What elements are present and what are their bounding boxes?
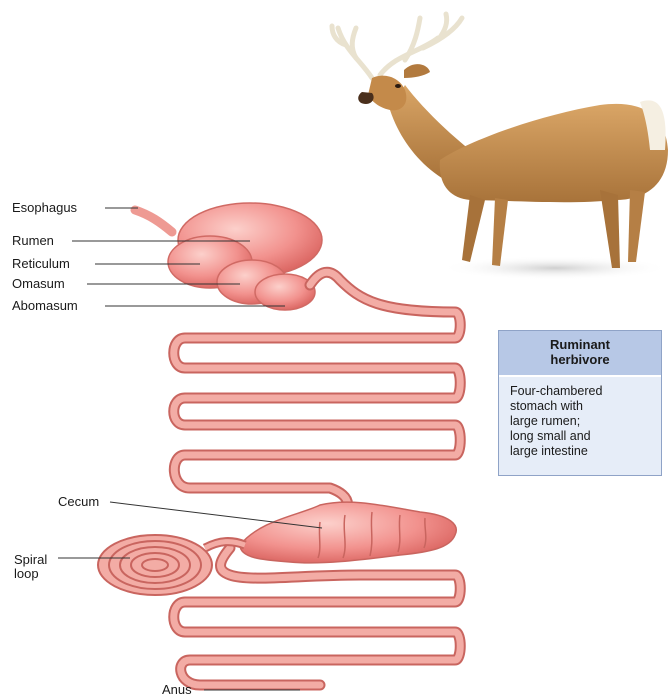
label-rumen: Rumen	[12, 234, 54, 248]
info-box-header: Ruminant herbivore	[499, 331, 661, 377]
intestine	[174, 272, 461, 685]
label-reticulum: Reticulum	[12, 257, 70, 271]
info-box: Ruminant herbivore Four-chambered stomac…	[498, 330, 662, 476]
antlers-icon	[332, 14, 462, 78]
label-esophagus: Esophagus	[12, 201, 77, 215]
info-box-title: Ruminant herbivore	[499, 337, 661, 367]
info-box-body: Four-chambered stomach with large rumen;…	[510, 384, 658, 459]
label-spiral-loop: Spiral loop	[14, 553, 58, 581]
stomach	[168, 203, 322, 310]
deer-illustration	[332, 14, 670, 280]
label-cecum: Cecum	[58, 495, 99, 509]
label-omasum: Omasum	[12, 277, 65, 291]
cecum	[240, 502, 456, 563]
esophagus-tube	[135, 210, 172, 232]
label-abomasum: Abomasum	[12, 299, 78, 313]
label-anus: Anus	[162, 683, 192, 697]
